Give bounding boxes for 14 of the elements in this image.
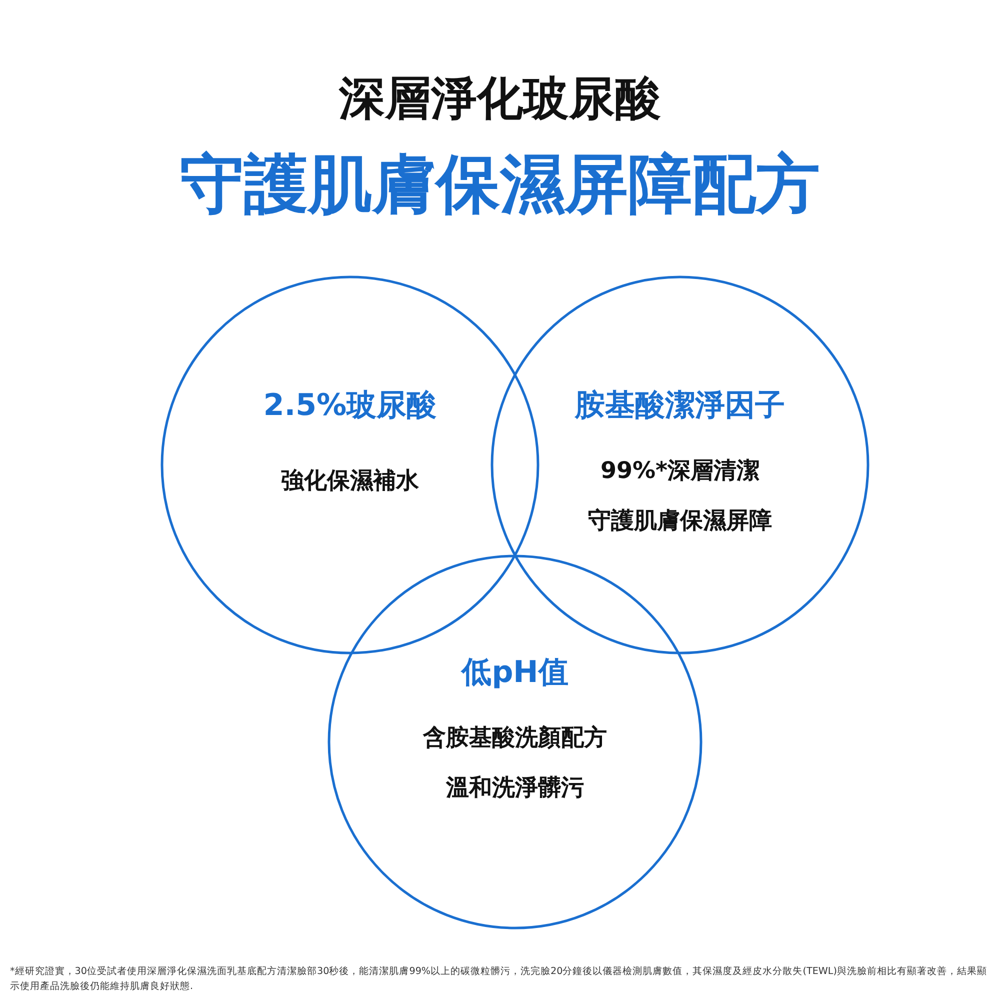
circle-heading: 胺基酸潔淨因子 xyxy=(574,387,786,425)
footnote: *經研究證實，30位受試者使用深層淨化保濕洗面乳基底配方清潔臉部30秒後，能清潔肌膚99%以上的碳微粒髒污，洗完臉20分鐘後以儀器檢測肌膚數值，其保濕度及經皮水分散失(TEWL)與洗臉前相比有顯著改善，結果顯示使用產品洗臉後仍能維持肌膚良好狀態. xyxy=(10,965,988,994)
title: 深層淨化玻尿酸 xyxy=(338,70,662,127)
subtitle: 守護肌膚保濕屏障配方 xyxy=(179,147,821,224)
circle-text: 守護肌膚保濕屏障 xyxy=(587,507,773,536)
circle-heading: 2.5%玻尿酸 xyxy=(262,387,438,425)
circle-text: 含胺基酸洗顏配方 xyxy=(422,724,608,753)
venn-circle xyxy=(160,275,540,655)
venn-circle xyxy=(327,554,703,930)
circle-text: 強化保濕補水 xyxy=(280,467,420,496)
circle-text: 溫和洗淨髒污 xyxy=(444,774,585,803)
circle-heading: 低pH值 xyxy=(460,654,570,692)
circle-text: 99%*深層清潔 xyxy=(599,457,761,486)
venn-circle xyxy=(490,275,870,655)
